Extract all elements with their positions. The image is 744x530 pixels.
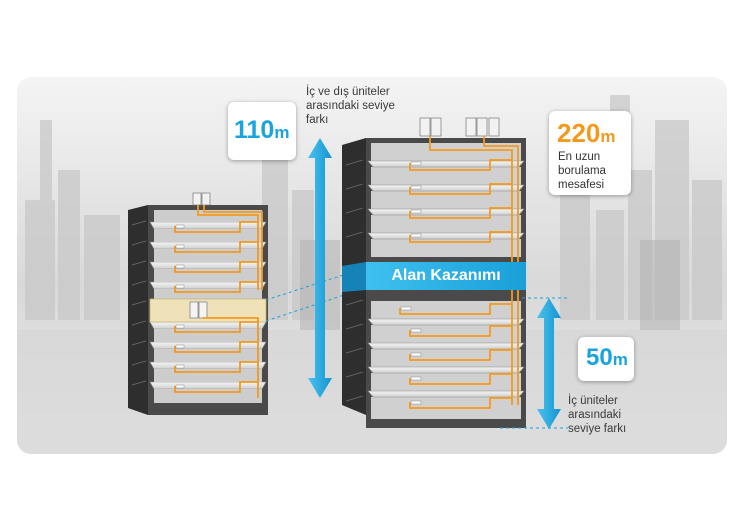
space-saving-label: Alan Kazanımı [391, 267, 501, 284]
max-pipe-length-caption: En uzun borulama mesafesi [558, 151, 606, 191]
height-outdoor-indoor-value: 110m [234, 116, 290, 144]
max-pipe-length-value: 220m [557, 118, 616, 148]
double-arrow-icon [308, 138, 332, 398]
double-arrow-icon [537, 298, 561, 429]
max-pipe-length-callout [549, 111, 631, 195]
outdoor-unit-icon [419, 117, 500, 137]
outdoor-unit-icon [192, 192, 211, 206]
height-indoor-indoor-value: 50m [586, 344, 628, 371]
height-outdoor-indoor-callout [228, 102, 296, 160]
height-indoor-indoor-callout [578, 337, 634, 381]
height-outdoor-indoor-caption: İç ve dış üniteler arasındaki seviye far… [306, 86, 395, 126]
left-building-icon [128, 192, 268, 415]
height-indoor-indoor-caption: İç üniteler arasındaki seviye farkı [568, 395, 627, 435]
right-building-icon [342, 117, 526, 428]
